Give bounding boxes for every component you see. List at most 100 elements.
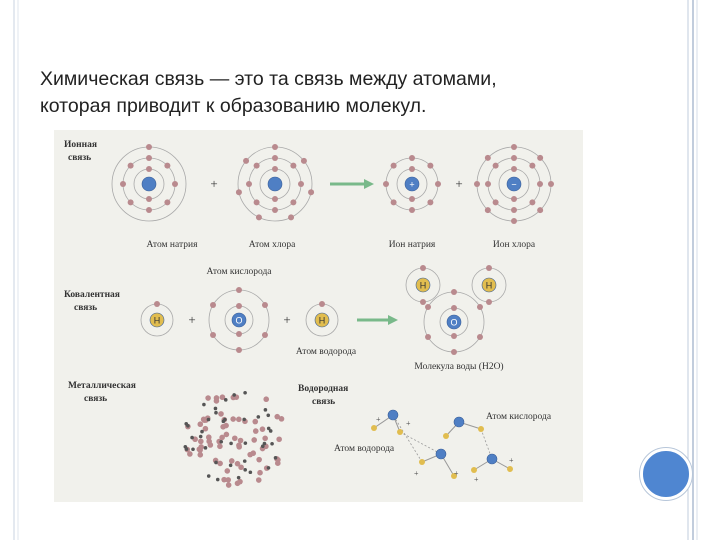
free-electron xyxy=(184,421,189,426)
electron xyxy=(425,334,432,340)
metal-ion xyxy=(256,456,262,463)
electron xyxy=(261,302,268,308)
free-electron xyxy=(198,434,203,439)
electron xyxy=(146,144,152,150)
metallic-lattice xyxy=(183,391,285,488)
nucleus xyxy=(314,312,330,328)
metal-ion xyxy=(236,416,242,423)
electron xyxy=(120,181,126,187)
electron xyxy=(529,199,536,206)
free-electron xyxy=(214,460,218,465)
electron xyxy=(246,181,252,187)
hydrogen-bond-heading-1: Водородная xyxy=(298,384,348,394)
chlorine-atom-label: Атом хлора xyxy=(249,240,296,250)
electron xyxy=(308,189,315,196)
oxygen-atom xyxy=(387,409,399,421)
electron xyxy=(272,196,278,202)
oxygen-atom xyxy=(486,453,498,465)
free-electron xyxy=(266,426,271,431)
free-electron xyxy=(273,455,278,460)
nucleus xyxy=(415,277,431,293)
metal-ion xyxy=(220,423,226,430)
free-electron xyxy=(200,429,204,434)
covalent-heading-2: связь xyxy=(74,303,97,313)
partial-charge: + xyxy=(414,469,419,478)
free-electron xyxy=(266,413,271,418)
metal-ion xyxy=(213,395,220,401)
oxygen-atom xyxy=(453,416,465,428)
metal-ion xyxy=(251,437,257,443)
atom-symbol: O xyxy=(450,318,457,328)
metal-ion xyxy=(252,418,259,425)
free-electron xyxy=(266,466,271,470)
metal-ion xyxy=(219,394,226,401)
nucleus xyxy=(481,277,497,293)
free-electron xyxy=(223,398,228,402)
hydrogen-bond-line xyxy=(445,421,460,437)
atom-symbol: − xyxy=(511,180,516,190)
decorative-blue-circle xyxy=(640,448,692,500)
electron xyxy=(383,181,389,187)
metal-ion xyxy=(228,458,235,464)
electron xyxy=(127,162,134,169)
sodium-ion-label: Ион натрия xyxy=(389,240,436,250)
electron xyxy=(451,349,457,355)
metal-ion xyxy=(205,434,212,441)
electron xyxy=(272,207,278,213)
metal-ion xyxy=(236,442,242,449)
electron xyxy=(409,207,415,213)
electron xyxy=(288,214,295,221)
metal-ion xyxy=(206,438,212,445)
chlorine-atom xyxy=(235,144,315,222)
electron xyxy=(484,154,491,161)
chemical-bonds-figure: Ионная связь + + + − Атом натрия Атом хл… xyxy=(54,130,583,502)
electron xyxy=(451,333,457,339)
oxygen-atom xyxy=(435,448,447,460)
electron xyxy=(537,154,544,161)
free-electron xyxy=(263,408,268,412)
electron xyxy=(154,301,160,307)
electron xyxy=(290,162,297,169)
free-electron xyxy=(215,477,220,482)
free-electron xyxy=(190,435,194,440)
metal-ion xyxy=(274,460,281,466)
atom-symbol: H xyxy=(486,281,493,291)
metal-ion xyxy=(234,460,241,467)
title-line-2: которая приводит к образованию молекул. xyxy=(40,95,427,117)
metal-ion xyxy=(255,477,262,483)
metal-ion xyxy=(223,431,230,438)
free-electron xyxy=(183,444,188,449)
atom-symbol: O xyxy=(235,316,242,326)
atom-symbol: H xyxy=(154,316,161,326)
partial-charge: + xyxy=(454,469,459,478)
ionic-arrow xyxy=(330,179,374,189)
free-electron xyxy=(213,406,218,411)
hydrogen-bond-line xyxy=(480,428,493,460)
ionic-heading-2: связь xyxy=(68,153,91,163)
electron xyxy=(235,189,242,196)
electron xyxy=(511,207,517,213)
electron xyxy=(451,289,457,295)
electron xyxy=(236,303,242,309)
nucleus xyxy=(404,176,420,192)
electron xyxy=(319,301,325,307)
covalent-plus-sign: + xyxy=(188,312,195,327)
electron xyxy=(548,181,554,187)
electron xyxy=(236,331,242,337)
atom-symbol: + xyxy=(409,180,414,190)
electron xyxy=(409,166,415,172)
electron xyxy=(298,181,304,187)
sodium-atom-label: Атом натрия xyxy=(147,240,199,250)
electron xyxy=(511,218,517,224)
electron xyxy=(451,305,457,311)
metal-ion xyxy=(276,436,282,443)
electron xyxy=(537,207,544,214)
electron xyxy=(164,199,171,206)
metal-ion xyxy=(225,477,231,483)
metallic-heading-2: связь xyxy=(84,394,107,404)
electron xyxy=(236,287,242,293)
metal-ion xyxy=(238,464,244,471)
chlorine-ion: − xyxy=(474,144,554,224)
partial-charge: + xyxy=(406,419,411,428)
